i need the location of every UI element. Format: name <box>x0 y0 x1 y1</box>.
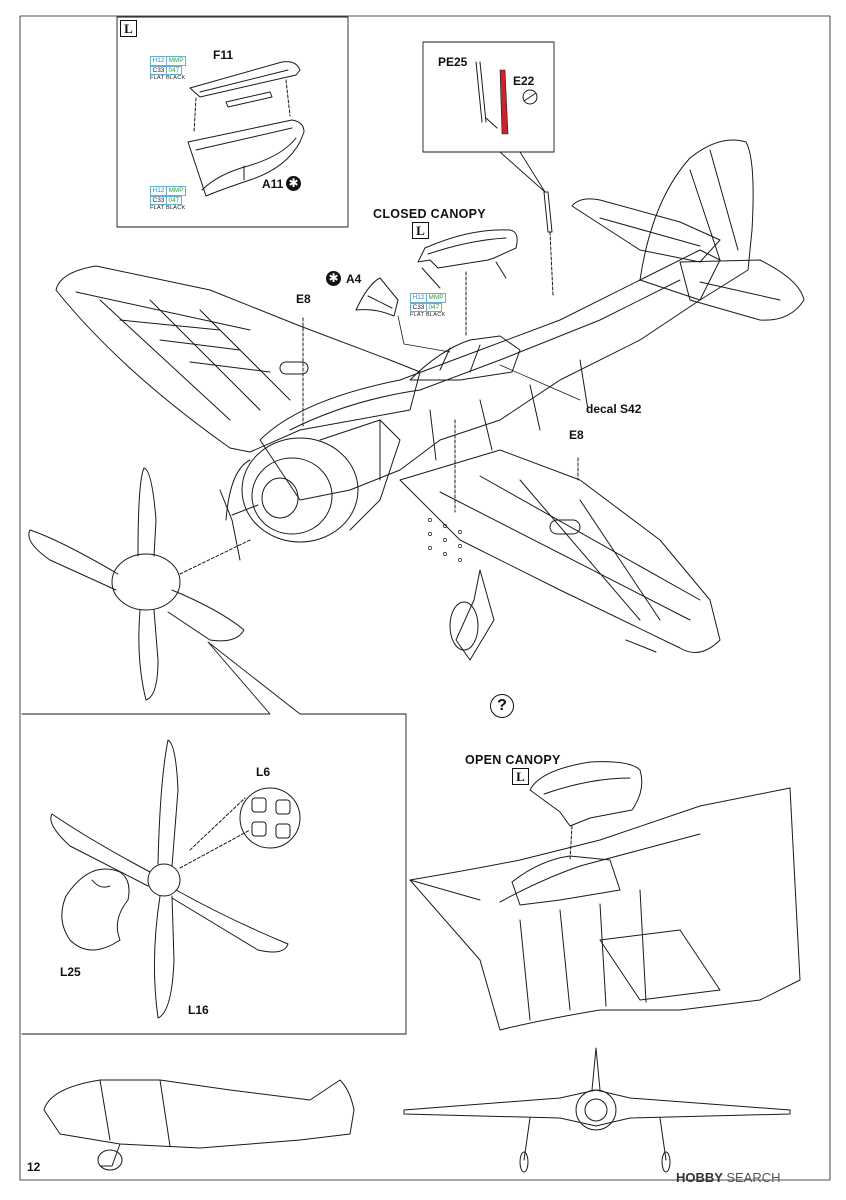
watermark-brand: HOBBY <box>676 1170 723 1185</box>
closed-canopy-box: L <box>412 222 429 239</box>
open-canopy-box: L <box>512 768 529 785</box>
paint-h12: H12 <box>150 186 167 196</box>
aircraft-left-wing <box>55 265 421 453</box>
propeller-blade-top <box>137 467 157 557</box>
aircraft-fuselage <box>259 249 721 501</box>
question-icon: ? <box>490 694 514 718</box>
propeller-spinner <box>111 553 181 611</box>
part-e8-right-label: E8 <box>569 428 584 442</box>
part-f11-shape <box>189 61 301 98</box>
star-icon: ✱ <box>326 271 341 286</box>
open-canopy-shape <box>529 761 643 827</box>
part-l25-label: L25 <box>60 965 81 979</box>
engine-cowling <box>241 437 359 543</box>
paint-c33: C33 <box>150 195 167 205</box>
part-a11-label: A11 <box>262 177 284 191</box>
part-f11-label: F11 <box>213 48 234 62</box>
paint-code: 047 <box>165 65 182 75</box>
paint-code: 047 <box>165 195 182 205</box>
closed-canopy-title: CLOSED CANOPY <box>373 207 486 221</box>
front-view-aircraft <box>403 1089 791 1127</box>
paint-code: 047 <box>425 302 442 312</box>
paint-mmp: MMP <box>425 293 447 303</box>
watermark-word: SEARCH <box>726 1170 781 1185</box>
star-icon: ✱ <box>286 176 301 191</box>
aircraft-tail-fin <box>639 139 754 301</box>
page-number: 12 <box>27 1160 41 1174</box>
part-a4-label: A4 <box>346 272 362 286</box>
prop-inset-frame <box>21 641 407 1035</box>
part-pe25-label: PE25 <box>438 55 468 69</box>
inset-l-box-label: L <box>120 20 137 37</box>
part-e8-left-label: E8 <box>296 292 311 306</box>
inset-l-frame <box>116 16 349 228</box>
page-frame <box>19 15 831 1181</box>
closed-canopy-shape <box>417 229 518 269</box>
part-l16-label: L16 <box>188 1003 209 1017</box>
paint-name: FLAT BLACK <box>150 205 186 211</box>
paint-h12: H12 <box>150 56 167 66</box>
inset-pe-frame <box>422 41 555 153</box>
paint-h12: H12 <box>410 293 427 303</box>
paint-name: FLAT BLACK <box>150 75 186 81</box>
part-l6-label: L6 <box>256 765 271 779</box>
paint-mmp: MMP <box>165 186 187 196</box>
aircraft-right-wing <box>399 449 721 653</box>
propeller-blade-left <box>28 529 119 591</box>
part-e22-red <box>499 69 509 135</box>
paint-name: FLAT BLACK <box>410 312 446 318</box>
side-profile-aircraft <box>43 1079 355 1149</box>
watermark: HOBBY SEARCH <box>676 1170 781 1185</box>
part-a4-shape <box>355 277 399 317</box>
open-canopy-title: OPEN CANOPY <box>465 753 561 767</box>
propeller-blade-bottom <box>138 609 159 701</box>
part-e22-label: E22 <box>513 74 535 88</box>
part-l25-shape <box>61 868 130 951</box>
paint-c33: C33 <box>410 302 427 312</box>
paint-mmp: MMP <box>165 56 187 66</box>
open-canopy-fuselage <box>409 787 801 1031</box>
propeller-blade-right <box>167 589 245 642</box>
decal-label: decal S42 <box>586 402 642 416</box>
paint-c33: C33 <box>150 65 167 75</box>
part-a11-shape <box>187 119 305 197</box>
part-l6-shape <box>239 787 301 849</box>
